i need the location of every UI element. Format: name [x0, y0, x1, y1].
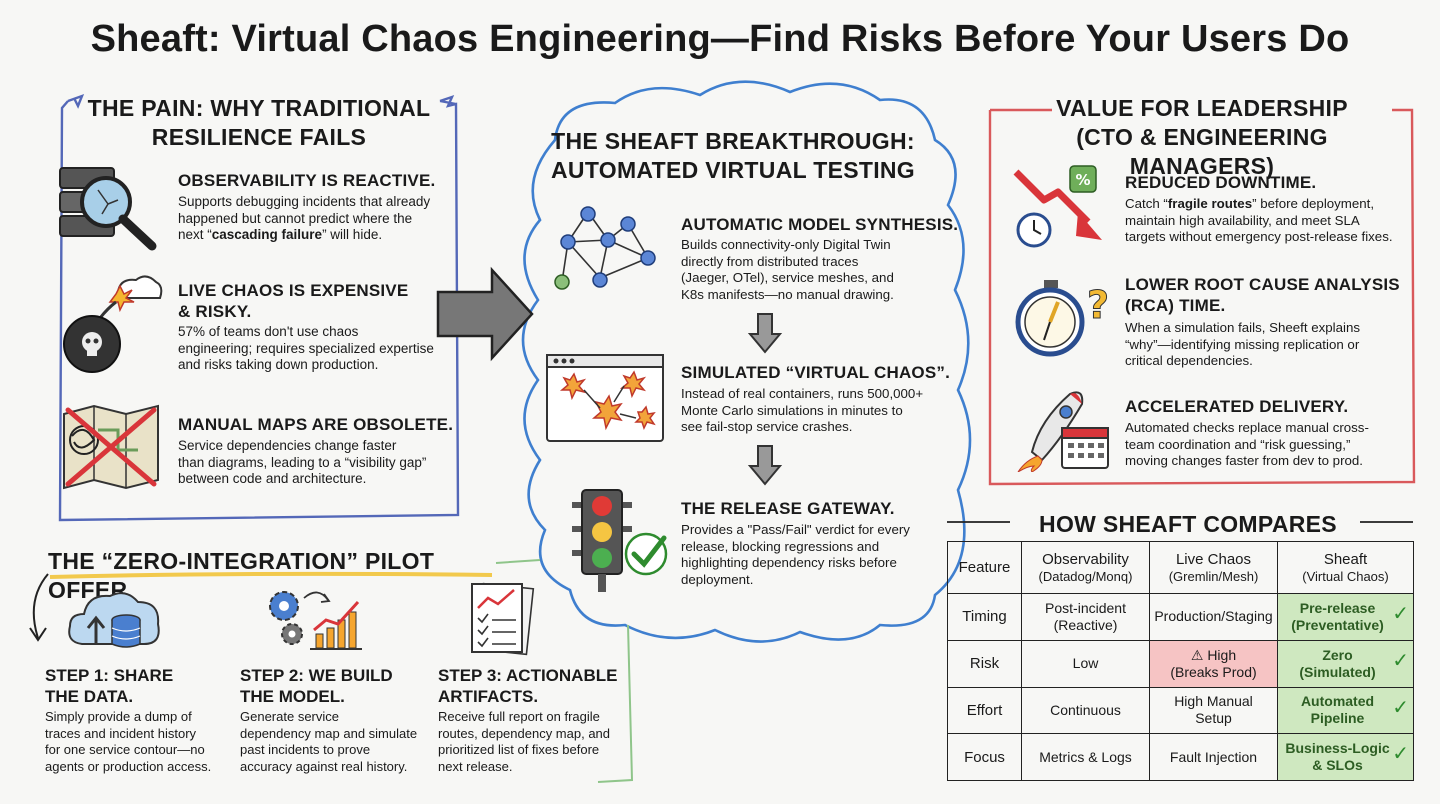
rocket-calendar-icon	[1017, 391, 1109, 472]
header-sheaft: Sheaft(Virtual Chaos)	[1277, 541, 1414, 594]
check-icon: ✓	[1392, 603, 1409, 625]
row-live-chaos: Production/Staging	[1149, 593, 1278, 641]
table-row: Risk Low ⚠ High(Breaks Prod) Zero(Simula…	[947, 639, 1414, 688]
header-feature: Feature	[947, 541, 1022, 594]
comparison-table: Feature Observability(Datadog/Monq) Live…	[947, 541, 1414, 781]
row-feature: Focus	[947, 733, 1022, 781]
pain-item3-heading: MANUAL MAPS ARE OBSOLETE.	[178, 415, 454, 434]
table-row: Timing Post-incident(Reactive) Productio…	[947, 593, 1414, 641]
pain-item2-heading: LIVE CHAOS IS EXPENSIVE & RISKY.	[178, 281, 409, 321]
header-live-chaos: Live Chaos(Gremlin/Mesh)	[1149, 541, 1278, 594]
pain-to-breakthrough-arrow	[436, 266, 534, 362]
pilot-curve-arrow	[32, 573, 49, 639]
breakthrough-item2-desc: Instead of real containers, runs 500,000…	[681, 386, 924, 434]
browser-explosions-icon	[546, 354, 664, 442]
value-item1-desc: Catch “fragile routes” before deployment…	[1125, 196, 1393, 244]
row-observability: Low	[1021, 639, 1150, 688]
page-title: Sheaft: Virtual Chaos Engineering—Find R…	[90, 18, 1350, 60]
check-icon: ✓	[1392, 649, 1409, 672]
gears-chart-icon	[269, 591, 362, 650]
pain-item2-desc: 57% of teams don't use chaos engineering…	[178, 324, 434, 372]
row-live-chaos: Fault Injection	[1149, 733, 1278, 781]
breakthrough-item1-heading: AUTOMATIC MODEL SYNTHESIS.	[681, 215, 959, 234]
down-arrow-2	[747, 445, 783, 486]
pain-item1-desc: Supports debugging incidents that alread…	[178, 194, 431, 242]
graph-network-icon	[554, 206, 656, 290]
cloud-database-icon	[68, 592, 160, 648]
pilot-title-underline	[49, 571, 493, 579]
row-observability: Post-incident(Reactive)	[1021, 593, 1150, 641]
row-sheaft: Zero(Simulated)✓	[1277, 639, 1414, 688]
row-feature: Effort	[947, 686, 1022, 735]
crossed-map-icon	[63, 404, 159, 490]
pilot-title: THE “ZERO-INTEGRATION” PILOT OFFER	[48, 548, 435, 603]
breakthrough-item2-heading: SIMULATED “VIRTUAL CHAOS”.	[681, 363, 951, 382]
down-arrow-1	[747, 313, 783, 354]
breakthrough-item1-desc: Builds connectivity-only Digital Twin di…	[681, 237, 894, 302]
value-item3-desc: Automated checks replace manual cross- t…	[1125, 420, 1369, 468]
check-icon: ✓	[1392, 743, 1409, 766]
value-item2-heading: LOWER ROOT CAUSE ANALYSIS (RCA) TIME.	[1125, 275, 1400, 315]
row-sheaft: Business-Logic& SLOs✓	[1277, 733, 1414, 781]
compare-title: HOW SHEAFT COMPARES	[1039, 511, 1337, 537]
breakthrough-item3-heading: THE RELEASE GATEWAY.	[681, 499, 895, 518]
header-observability: Observability(Datadog/Monq)	[1021, 541, 1150, 594]
pain-title-line2: RESILIENCE FAILS	[151, 124, 367, 150]
pain-item1-heading: OBSERVABILITY IS REACTIVE.	[178, 171, 436, 190]
pilot-connector-line	[495, 559, 634, 783]
svg-text:?: ?	[1087, 283, 1109, 327]
row-sheaft: Pre-release(Preventative)✓	[1277, 593, 1414, 641]
pain-title: THE PAIN: WHY TRADITIONAL RESILIENCE FAI…	[70, 94, 448, 152]
bomb-icon	[63, 275, 163, 373]
traffic-light-icon	[572, 489, 668, 592]
magnifier-server-icon	[59, 167, 157, 251]
stopwatch-question-icon: ?	[1015, 280, 1110, 357]
row-observability: Metrics & Logs	[1021, 733, 1150, 781]
report-documents-icon	[471, 582, 535, 656]
value-item1-heading: REDUCED DOWNTIME.	[1125, 173, 1317, 192]
value-item3-heading: ACCELERATED DELIVERY.	[1125, 397, 1349, 416]
breakthrough-cloud-border	[521, 80, 972, 643]
row-live-chaos: ⚠ High(Breaks Prod)	[1149, 639, 1278, 688]
table-header-row: Feature Observability(Datadog/Monq) Live…	[947, 541, 1414, 594]
breakthrough-title: THE SHEAFT BREAKTHROUGH: AUTOMATED VIRTU…	[551, 128, 915, 183]
check-icon: ✓	[1392, 696, 1409, 719]
breakthrough-item3-desc: Provides a "Pass/Fail" verdict for every…	[681, 522, 910, 587]
value-title: VALUE FOR LEADERSHIP (CTO & ENGINEERING …	[1056, 95, 1348, 179]
svg-text:%: %	[1075, 171, 1090, 189]
table-row: Focus Metrics & Logs Fault Injection Bus…	[947, 733, 1414, 781]
row-feature: Risk	[947, 639, 1022, 688]
row-feature: Timing	[947, 593, 1022, 641]
pain-item3-desc: Service dependencies change faster than …	[178, 438, 427, 486]
downtrend-clock-icon: %	[1013, 165, 1102, 248]
row-observability: Continuous	[1021, 686, 1150, 735]
value-panel-border	[988, 108, 1416, 486]
value-item2-desc: When a simulation fails, Sheeft explains…	[1125, 320, 1361, 368]
pain-title-line1: THE PAIN: WHY TRADITIONAL	[87, 95, 431, 121]
